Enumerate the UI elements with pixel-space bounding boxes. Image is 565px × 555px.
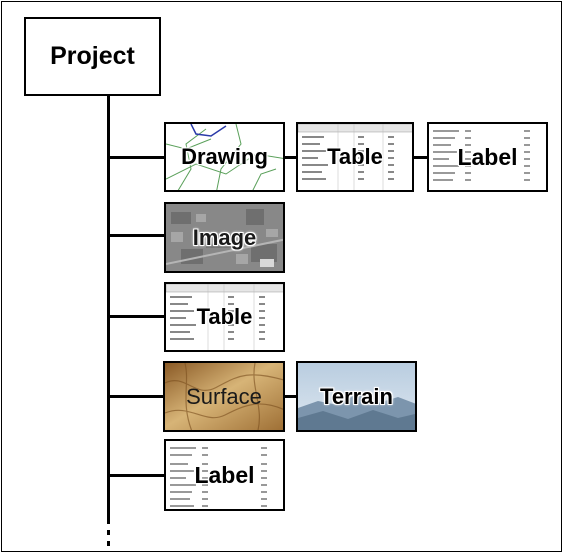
branch-table [107, 315, 165, 318]
branch-surface [107, 395, 163, 398]
table-thumbnail [298, 124, 412, 190]
connector-surface-terrain [285, 395, 297, 398]
aerial-image-thumbnail [166, 204, 283, 271]
table-node-row1: Table [296, 122, 414, 192]
drawing-node: Drawing [164, 122, 285, 192]
table-node-row3: Table [164, 282, 285, 352]
trunk-line [107, 96, 110, 524]
surface-texture-thumbnail [165, 363, 283, 430]
branch-drawing [107, 156, 165, 159]
connector-table-label [414, 156, 427, 159]
table-label-row3: Table [196, 304, 253, 329]
continuation-dot-1 [107, 530, 110, 535]
surface-label: Surface [186, 383, 262, 409]
branch-image [107, 234, 165, 237]
project-label: Project [50, 42, 135, 70]
drawing-label: Drawing [181, 144, 268, 169]
project-node: Project [24, 17, 161, 96]
terrain-label: Terrain [320, 383, 393, 409]
label-list-thumbnail [433, 130, 530, 181]
branch-label [107, 474, 165, 477]
terrain-thumbnail [298, 363, 415, 430]
label-list-thumbnail-2 [170, 447, 267, 507]
connector-drawing-table [285, 156, 297, 159]
map-thumbnail [166, 124, 283, 190]
label-node-row5: Label [164, 439, 285, 511]
table-label-row1: Table [327, 144, 383, 169]
continuation-dot-2 [107, 541, 110, 546]
image-label: Image [192, 224, 257, 250]
terrain-node: Terrain [296, 361, 417, 432]
image-node: Image [164, 202, 285, 273]
label-label-row1: Label [457, 143, 518, 170]
label-node-row1: Label [427, 122, 548, 192]
surface-node: Surface [163, 361, 285, 432]
table-thumbnail-2 [166, 284, 283, 350]
label-label-row5: Label [194, 461, 255, 488]
